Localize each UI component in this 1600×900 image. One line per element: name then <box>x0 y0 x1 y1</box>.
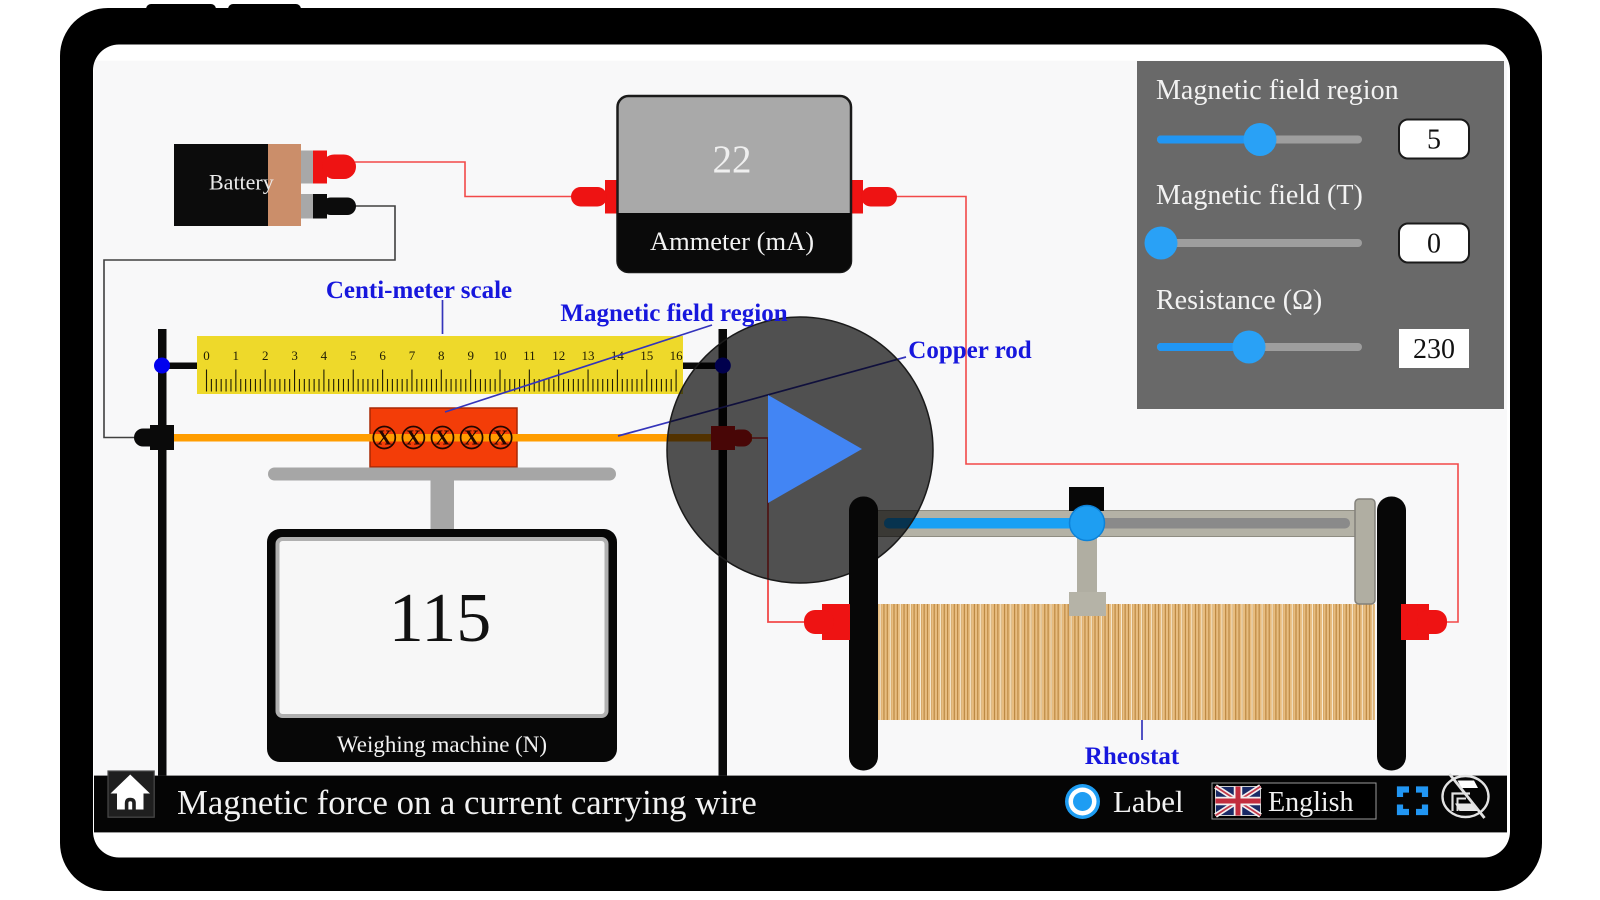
svg-text:2: 2 <box>262 348 269 363</box>
svg-text:Battery: Battery <box>209 170 274 195</box>
svg-text:Ammeter (mA): Ammeter (mA) <box>650 226 814 256</box>
svg-text:Label: Label <box>1113 784 1184 819</box>
svg-text:6: 6 <box>379 348 386 363</box>
svg-text:0: 0 <box>203 348 210 363</box>
svg-text:Magnetic field (T): Magnetic field (T) <box>1156 180 1363 211</box>
svg-text:Centi-meter scale: Centi-meter scale <box>326 277 512 304</box>
svg-text:16: 16 <box>670 348 684 363</box>
svg-text:5: 5 <box>1427 125 1441 156</box>
svg-text:X: X <box>406 426 421 450</box>
svg-text:3: 3 <box>291 348 298 363</box>
svg-text:11: 11 <box>523 348 536 363</box>
svg-text:Weighing machine (N): Weighing machine (N) <box>337 732 547 757</box>
svg-text:X: X <box>435 426 450 450</box>
svg-text:5: 5 <box>350 348 357 363</box>
svg-text:7: 7 <box>409 348 416 363</box>
svg-text:Copper rod: Copper rod <box>908 337 1031 364</box>
svg-text:1: 1 <box>233 348 240 363</box>
svg-text:X: X <box>493 426 508 450</box>
svg-text:4: 4 <box>321 348 328 363</box>
svg-text:English: English <box>1268 787 1354 818</box>
svg-text:X: X <box>377 426 392 450</box>
svg-text:230: 230 <box>1413 334 1455 365</box>
svg-text:Magnetic force on a current ca: Magnetic force on a current carrying wir… <box>177 783 757 822</box>
svg-text:Magnetic field region: Magnetic field region <box>1156 75 1399 106</box>
svg-text:13: 13 <box>582 348 595 363</box>
svg-text:8: 8 <box>438 348 445 363</box>
svg-text:0: 0 <box>1427 229 1441 260</box>
svg-text:10: 10 <box>494 348 507 363</box>
svg-text:Resistance (Ω): Resistance (Ω) <box>1156 285 1322 316</box>
svg-text:15: 15 <box>640 348 653 363</box>
svg-text:Rheostat: Rheostat <box>1085 743 1180 770</box>
svg-text:Magnetic field region: Magnetic field region <box>560 300 787 327</box>
svg-text:115: 115 <box>389 580 491 657</box>
svg-text:9: 9 <box>467 348 474 363</box>
svg-text:X: X <box>464 426 479 450</box>
svg-text:22: 22 <box>713 138 752 181</box>
svg-text:12: 12 <box>552 348 565 363</box>
